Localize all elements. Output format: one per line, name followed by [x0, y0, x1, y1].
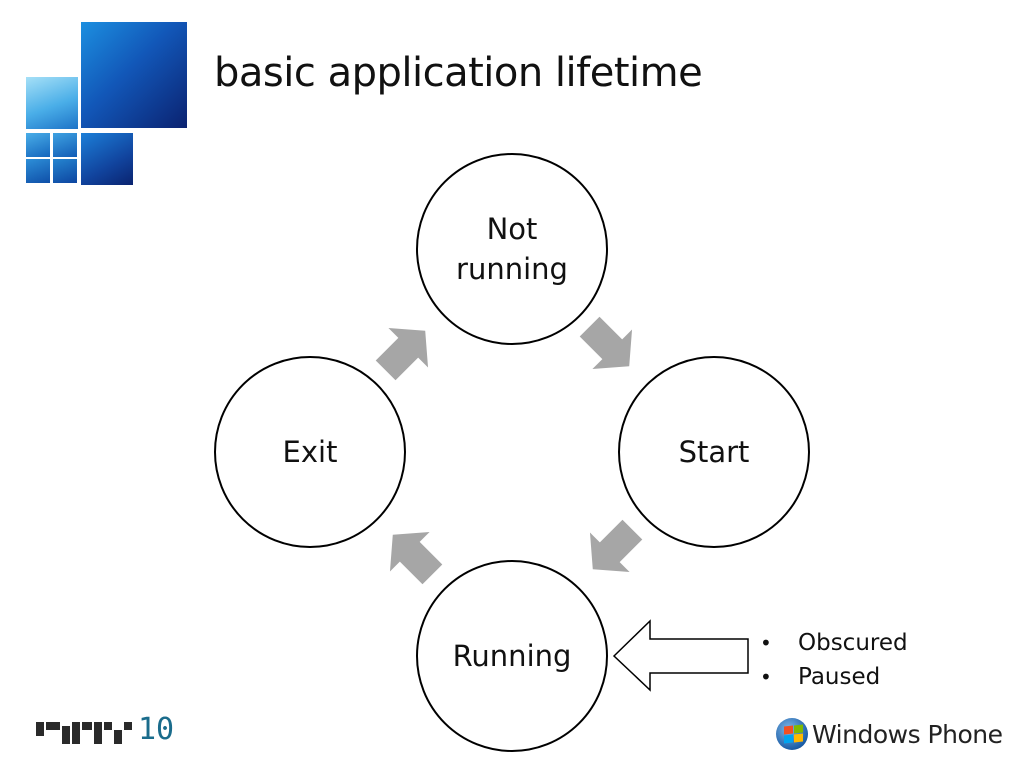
small-tile-4 — [53, 159, 77, 183]
node-start: Start — [618, 356, 810, 548]
small-tile-3 — [26, 159, 50, 183]
states-callout-arrow — [612, 619, 749, 692]
running-state-item: Obscured — [760, 626, 908, 660]
medium-tile-2 — [81, 133, 133, 185]
mix-logo-number: 10 — [138, 712, 175, 747]
medium-tile — [26, 77, 78, 129]
node-not-running-label-line1: Not — [486, 212, 538, 246]
arrow-not-running-to-start — [579, 316, 633, 370]
windows-phone-logo: Windows Phone — [776, 718, 1003, 750]
running-state-item: Paused — [760, 660, 908, 694]
arrow-exit-to-not-running — [375, 327, 429, 381]
windows-flag-icon — [776, 718, 808, 750]
small-tile-2 — [53, 133, 77, 157]
small-tile-1 — [26, 133, 50, 157]
slide-title: basic application lifetime — [214, 50, 703, 96]
node-not-running: Not running — [416, 153, 608, 345]
arrow-running-to-exit — [389, 531, 443, 585]
arrow-start-to-running — [589, 519, 643, 573]
node-exit-label: Exit — [282, 435, 338, 469]
large-tile — [81, 22, 187, 128]
node-running-label: Running — [452, 639, 572, 673]
node-not-running-label-line2: running — [456, 252, 568, 286]
blue-tiles-logo-icon — [0, 0, 200, 200]
mix10-logo-icon: 10 — [36, 712, 174, 748]
running-states-list: Obscured Paused — [760, 626, 908, 694]
platform-logo-text: Windows Phone — [812, 719, 1003, 749]
node-exit: Exit — [214, 356, 406, 548]
node-running: Running — [416, 560, 608, 752]
node-start-label: Start — [678, 435, 750, 469]
mix-glyphs — [36, 716, 134, 744]
